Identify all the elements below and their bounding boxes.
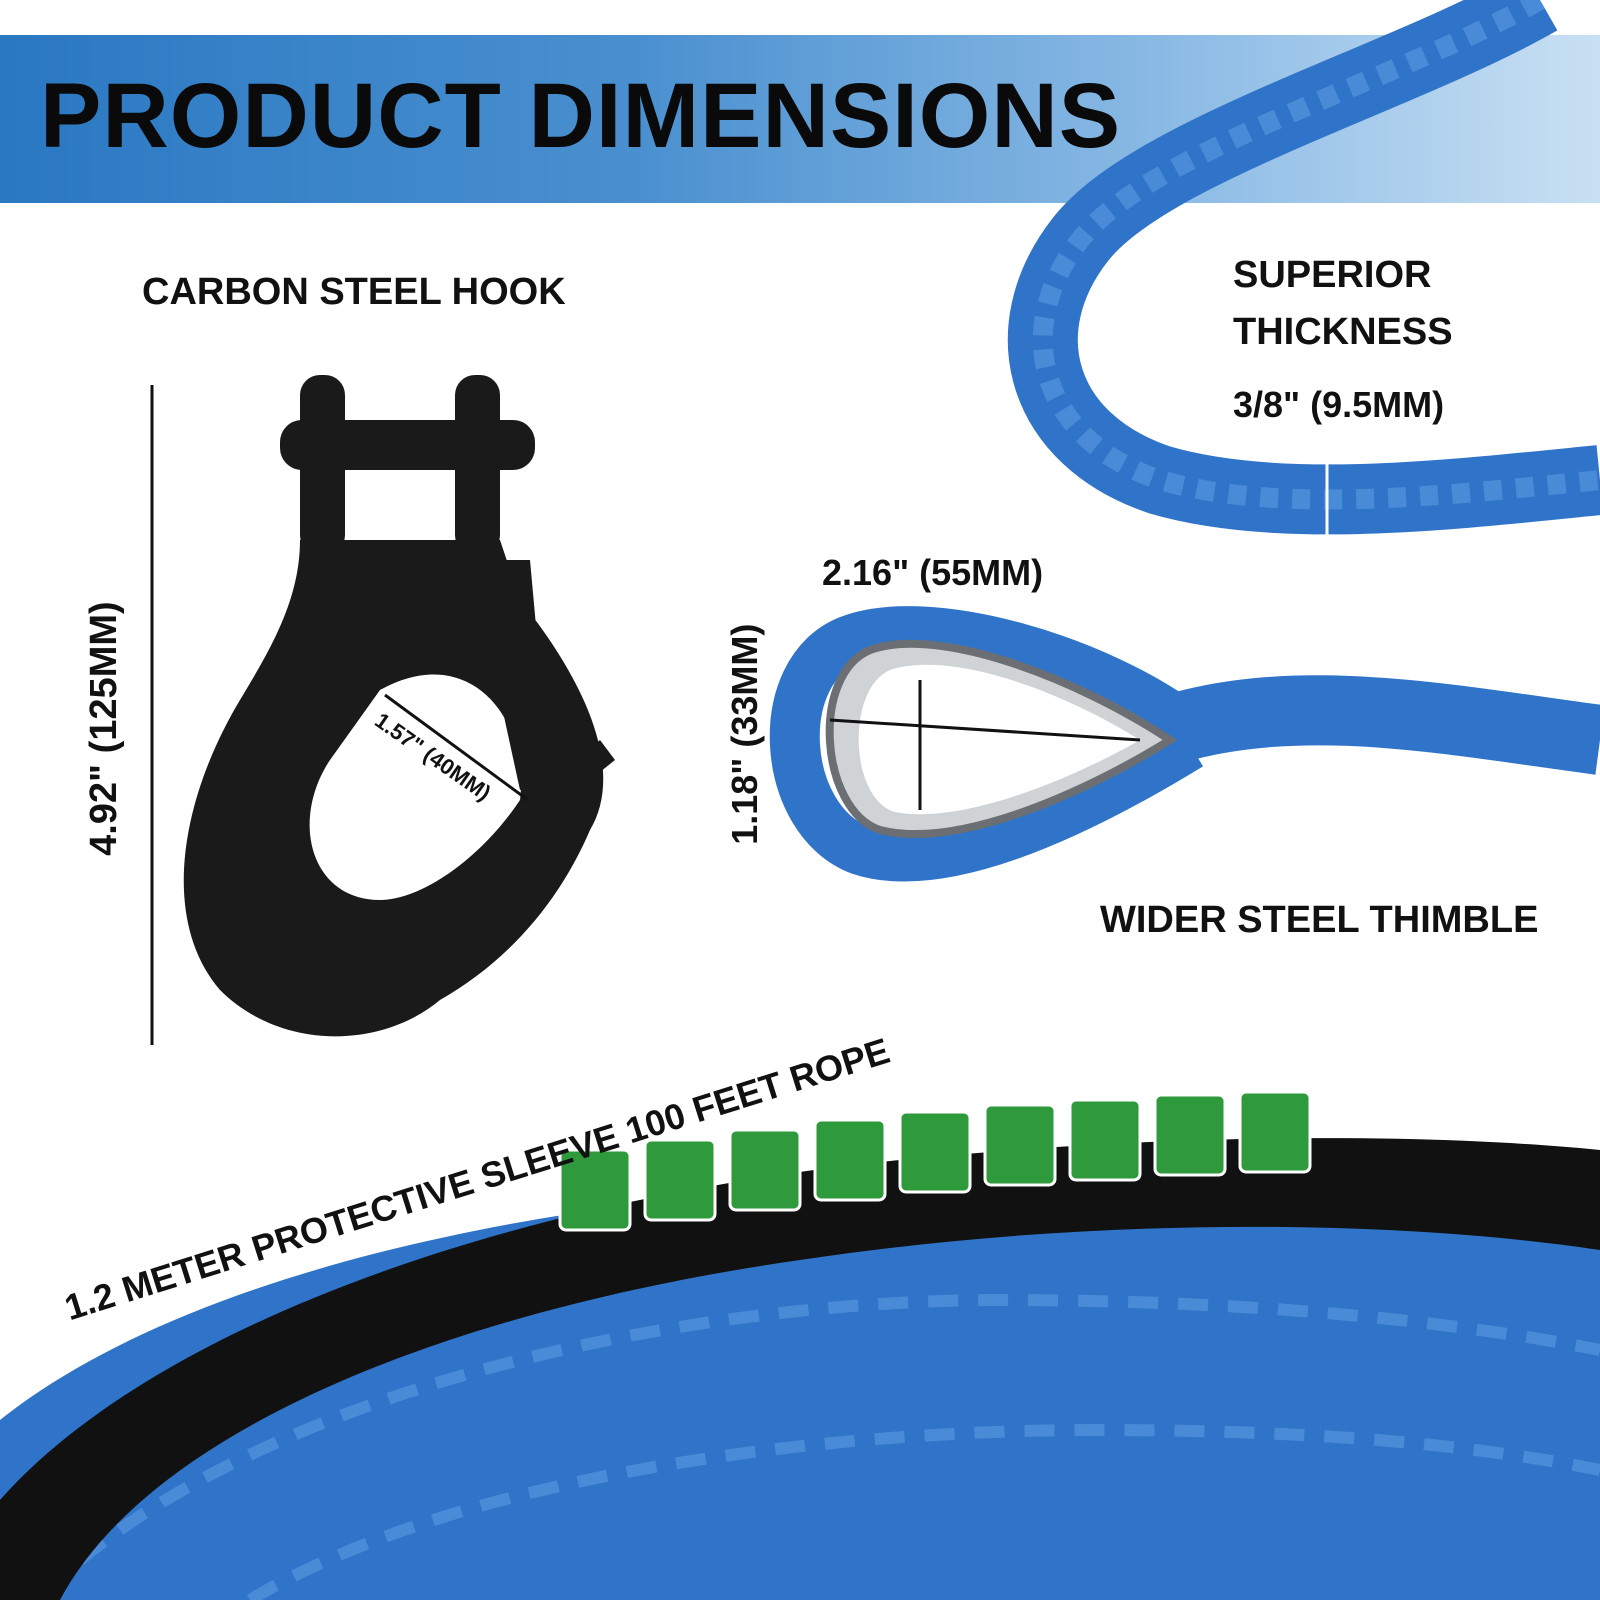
protective-sleeve xyxy=(0,1138,1600,1600)
thimble-label: WIDER STEEL THIMBLE xyxy=(1100,899,1539,941)
thickness-label-2: THICKNESS xyxy=(1233,311,1453,353)
thimble-height-label: 1.18" (33MM) xyxy=(724,623,766,845)
thimble-width-label: 2.16" (55MM) xyxy=(822,552,1044,593)
thickness-label-1: SUPERIOR xyxy=(1233,254,1432,296)
page-title: PRODUCT DIMENSIONS xyxy=(40,65,1122,167)
hook-height-label: 4.92" (125MM) xyxy=(83,601,126,856)
thickness-value: 3/8" (9.5MM) xyxy=(1233,384,1445,425)
thimble-opening xyxy=(858,664,1140,815)
thimble-rope xyxy=(1159,675,1600,775)
hook-label: CARBON STEEL HOOK xyxy=(142,271,566,313)
rope-top-braid xyxy=(1032,0,1600,510)
thimble-loop xyxy=(769,606,1206,882)
coil-braid-2 xyxy=(246,1423,1600,1600)
hook-image xyxy=(150,375,615,1045)
hook-opening-arrow xyxy=(384,693,529,802)
thimble-width-arrow xyxy=(829,718,1141,742)
coil-braid-1 xyxy=(76,1293,1600,1565)
brand-logo xyxy=(558,1090,1312,1232)
